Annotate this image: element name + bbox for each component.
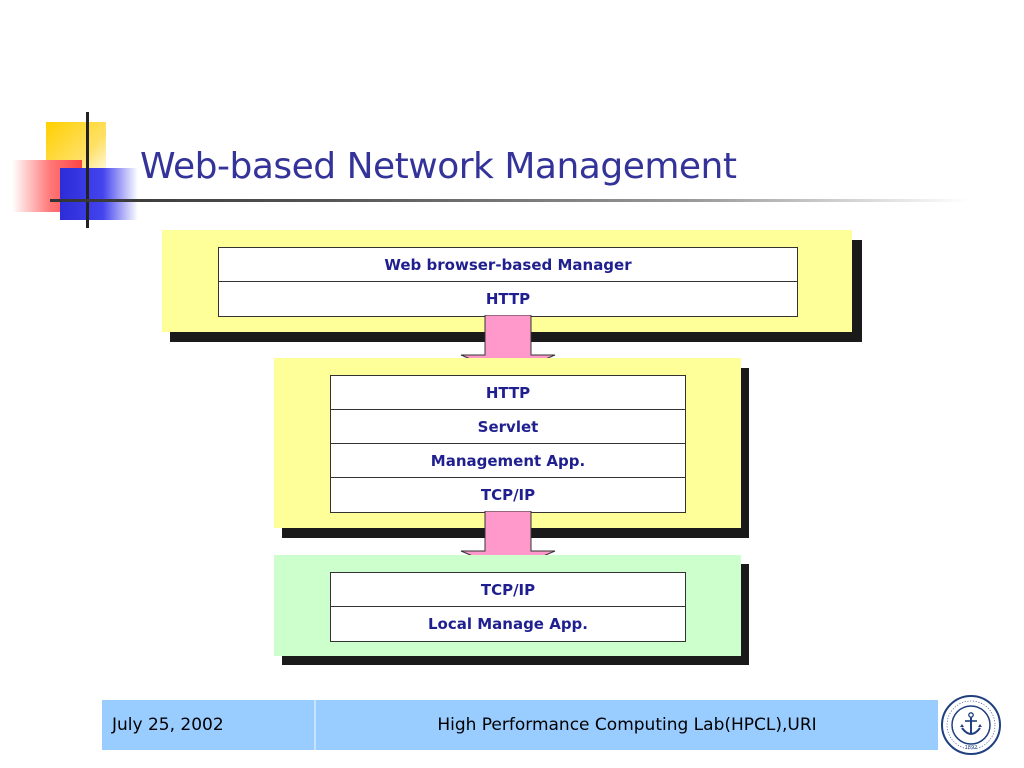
title-underline: [50, 199, 970, 202]
manager-stack: Web browser-based Manager HTTP: [218, 247, 798, 317]
stack-cell: HTTP: [331, 376, 685, 410]
stack-cell: Local Manage App.: [427, 615, 588, 633]
stack-cell: TCP/IP: [480, 486, 536, 504]
footer-bar: July 25, 2002 High Performance Computing…: [102, 700, 938, 750]
slide-title: Web-based Network Management: [140, 146, 737, 187]
decor-vertical-line: [86, 112, 89, 228]
decor-blue-square: [60, 168, 138, 220]
stack-cell: HTTP: [485, 290, 531, 308]
stack-cell: TCP/IP: [331, 573, 685, 607]
server-stack: HTTP Servlet Management App. TCP/IP: [330, 375, 686, 513]
footer-date: July 25, 2002: [112, 715, 224, 735]
university-seal-logo: 1892: [941, 695, 1001, 755]
footer-divider: [314, 700, 316, 750]
device-stack: TCP/IP Local Manage App.: [330, 572, 686, 642]
stack-cell: Servlet: [331, 410, 685, 444]
stack-cell: Management App.: [331, 444, 685, 478]
svg-text:1892: 1892: [965, 745, 978, 751]
stack-cell: Web browser-based Manager: [219, 248, 797, 282]
footer-lab-name: High Performance Computing Lab(HPCL),URI: [437, 715, 817, 735]
